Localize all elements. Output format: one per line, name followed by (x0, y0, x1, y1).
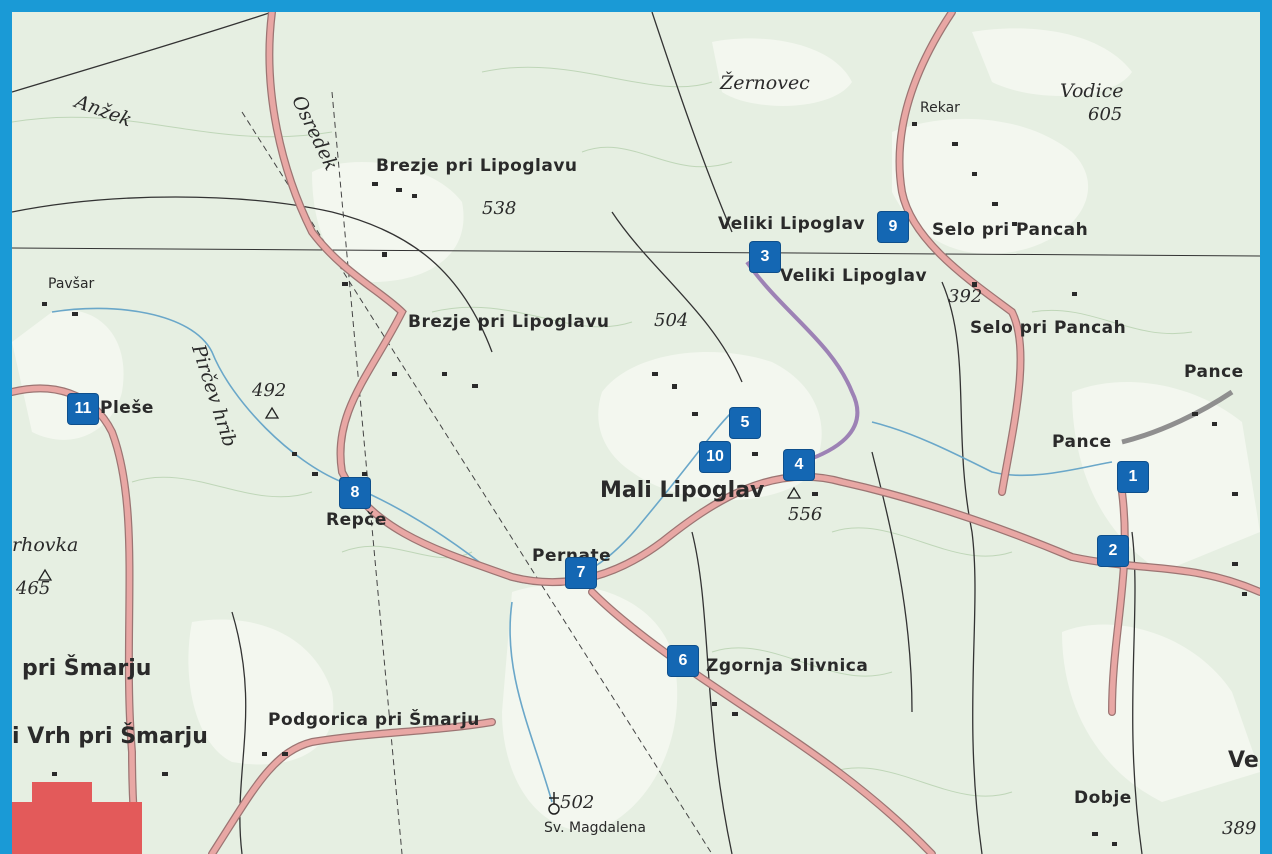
label-veliki-lipoglav-2: Veliki Lipoglav (780, 266, 928, 286)
label-elev-502: 502 (560, 792, 595, 813)
label-selo-pri-pancah-1: Selo pri Pancah (932, 220, 1089, 240)
label-brezje-2: Brezje pri Lipoglavu (408, 312, 610, 332)
marker-1[interactable]: 1 (1118, 462, 1148, 492)
label-elev-389: 389 (1222, 818, 1257, 839)
elevation-triangles (37, 406, 802, 581)
label-elev-556: 556 (788, 504, 823, 525)
label-elev-504: 504 (654, 310, 689, 331)
label-repce: Repče (326, 510, 387, 530)
label-selo-pri-pancah-2: Selo pri Pancah (970, 318, 1127, 338)
marker-9[interactable]: 9 (878, 212, 908, 242)
label-elev-538: 538 (482, 198, 517, 219)
label-zgornja-slivnica: Zgornja Slivnica (706, 656, 869, 676)
trails (12, 12, 1143, 854)
label-pance-1: Pance (1184, 362, 1244, 382)
label-brezje-1: Brezje pri Lipoglavu (376, 156, 578, 176)
label-podgorica: Podgorica pri Šmarju (268, 710, 480, 730)
label-elev-465: 465 (16, 578, 51, 599)
label-elev-492: 492 (252, 380, 287, 401)
label-rekar: Rekar (920, 100, 960, 116)
label-vrh-pri-smarju: i Vrh pri Šmarju (12, 724, 208, 749)
label-vodice: Vodice (1060, 80, 1124, 102)
label-pri-smarju: pri Šmarju (22, 656, 152, 681)
streams (51, 307, 1113, 803)
label-veliki-lipoglav-1: Veliki Lipoglav (718, 214, 866, 234)
label-sv-magdalena: Sv. Magdalena (544, 820, 646, 836)
label-elev-392: 392 (948, 286, 983, 307)
town-area (12, 782, 142, 854)
topographic-map[interactable]: Anžek Osredek Brezje pri Lipoglavu 538 Ž… (12, 12, 1260, 854)
label-pavsar: Pavšar (48, 276, 95, 292)
marker-7[interactable]: 7 (566, 558, 596, 588)
map-graphics (12, 12, 1260, 854)
label-vel: Vel (1228, 748, 1260, 773)
marker-4[interactable]: 4 (784, 450, 814, 480)
marker-5[interactable]: 5 (730, 408, 760, 438)
label-plese: Pleše (100, 398, 154, 418)
buildings (42, 122, 1247, 846)
marker-3[interactable]: 3 (750, 242, 780, 272)
clearings (12, 28, 1260, 832)
label-mali-lipoglav: Mali Lipoglav (600, 478, 765, 503)
label-pance-2: Pance (1052, 432, 1112, 452)
grey-road (1121, 389, 1234, 445)
label-elev-605: 605 (1088, 104, 1123, 125)
label-dobje: Dobje (1074, 788, 1132, 808)
label-rhovka: rhovka (12, 534, 79, 556)
grid-line (12, 247, 1260, 257)
marker-8[interactable]: 8 (340, 478, 370, 508)
church-icon (548, 792, 560, 815)
purple-road (745, 260, 860, 464)
marker-10[interactable]: 10 (700, 442, 730, 472)
marker-11[interactable]: 11 (68, 394, 98, 424)
marker-6[interactable]: 6 (668, 646, 698, 676)
label-zernovec: Žernovec (720, 72, 810, 94)
marker-2[interactable]: 2 (1098, 536, 1128, 566)
